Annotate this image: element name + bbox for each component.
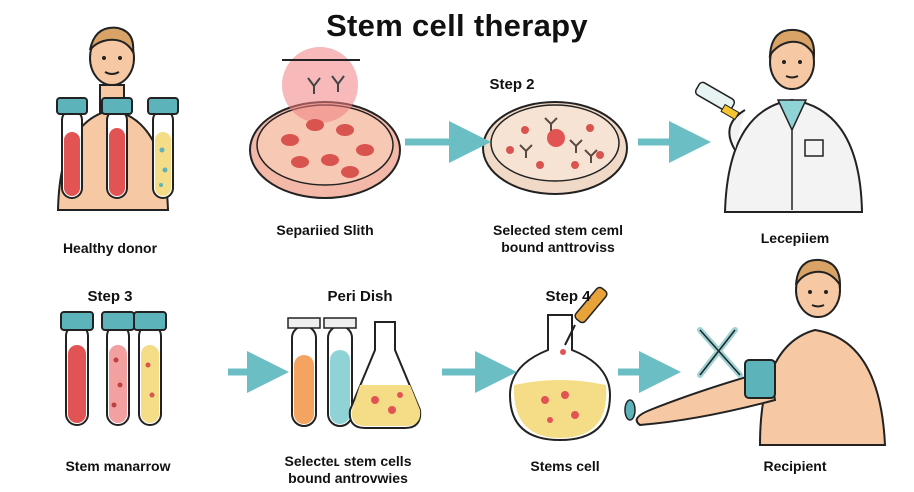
caption-healthy-donor: Healthy donor bbox=[62, 240, 158, 256]
caption-selected-bottom-line1: Selecteʟ stem cells bbox=[284, 453, 412, 469]
caption-selected-bottom-line2: bound antrovwies bbox=[288, 470, 408, 486]
marrow-tubes-illustration bbox=[60, 311, 167, 426]
caption-stems-cell: Stems cell bbox=[530, 458, 600, 474]
flow-arrows bbox=[228, 121, 711, 393]
diagram-title: Stem cell therapy bbox=[326, 8, 588, 43]
caption-lecepiiem: Lecepiiem bbox=[760, 230, 830, 246]
step3-label: Step 3 bbox=[87, 288, 133, 305]
round-flask-illustration bbox=[508, 286, 612, 442]
step4-label: Step 4 bbox=[545, 288, 591, 305]
recipient-illustration bbox=[624, 258, 887, 446]
selected-dish-illustration bbox=[482, 101, 628, 195]
separated-dish-illustration bbox=[249, 47, 401, 199]
step2-label: Step 2 bbox=[489, 76, 535, 93]
donor-test-tube-3 bbox=[147, 97, 179, 199]
peri-dish-label: Peri Dish bbox=[327, 288, 393, 305]
lab-worker-illustration bbox=[694, 28, 864, 213]
healthy-donor-illustration bbox=[56, 26, 179, 211]
caption-selected-top-line2: bound anttroviss bbox=[501, 239, 615, 255]
donor-test-tube-2 bbox=[101, 97, 133, 199]
caption-separated: Separiied Slith bbox=[276, 222, 374, 238]
caption-recipient: Recipient bbox=[763, 458, 827, 474]
caption-stem-marrow: Stem manarrow bbox=[65, 458, 171, 474]
flask-tubes-illustration bbox=[287, 317, 422, 429]
donor-test-tube-1 bbox=[56, 97, 88, 199]
caption-selected-top-line1: Selected stem ceml bbox=[493, 222, 623, 238]
